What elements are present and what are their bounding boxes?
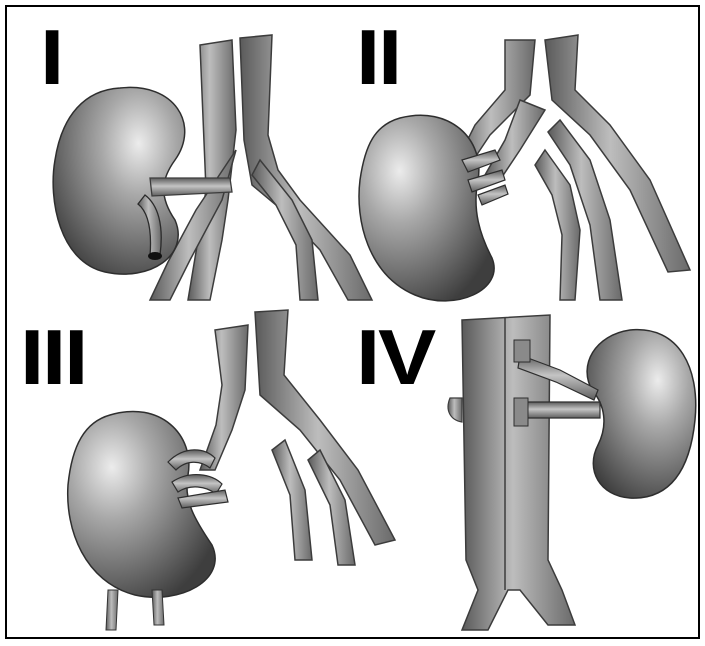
panel-3-iliac-branch — [272, 440, 312, 560]
panel-label-3: III — [20, 318, 86, 396]
panel-3-ureter-2 — [152, 590, 164, 625]
panel-label-2: II — [356, 18, 400, 96]
panel-3-ureter-1 — [106, 590, 118, 630]
panel-3-illustration — [68, 310, 395, 630]
panel-3-renal-loop-2 — [172, 475, 222, 494]
panel-4-vessel-stub-2 — [514, 398, 528, 426]
panel-4-renal-artery-lower — [518, 402, 600, 418]
panel-3-main-vessel — [200, 325, 248, 470]
panel-label-4: IV — [356, 318, 434, 396]
panel-1-illustration — [53, 35, 372, 300]
panel-4-vessel-stub — [514, 340, 530, 362]
panel-4-side-bulge — [448, 398, 462, 422]
panel-label-1: I — [40, 18, 62, 96]
panel-4-kidney — [587, 330, 696, 498]
panel-1-ureter-end — [148, 252, 162, 260]
panel-4-illustration — [448, 315, 696, 630]
panel-2-illustration — [359, 35, 690, 301]
